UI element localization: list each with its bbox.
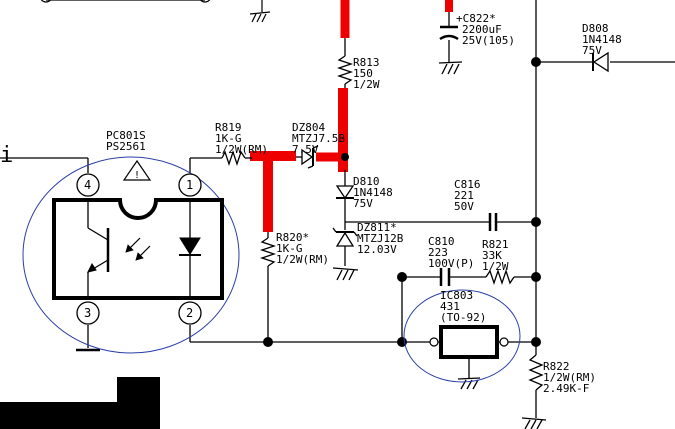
ic803-ref-label: IC803 <box>440 289 473 302</box>
r813-resistor-symbol <box>336 55 354 85</box>
c816-ref-label: C816 <box>454 178 481 191</box>
ic803-body <box>428 325 510 359</box>
r822-rating-label: 1/2W(RM) <box>543 371 596 384</box>
d810-diode-symbol <box>335 185 355 200</box>
d808-part-label: 1N4148 <box>582 33 622 46</box>
r822-value-label: 2.49K-F <box>543 382 589 395</box>
ic803-part-label: 431 <box>440 300 460 313</box>
d808-voltage-label: 75V <box>582 44 602 57</box>
pc801-pin-4-label: 4 <box>84 178 91 192</box>
c816-capacitor-symbol <box>488 213 498 231</box>
pc801-warning-triangle-icon <box>122 159 152 181</box>
c822-ref-label: +C822* <box>456 12 496 25</box>
r813-value-label: 150 <box>353 67 373 80</box>
r821-resistor-symbol <box>485 268 515 286</box>
pc801-part-label: PS2561 <box>106 140 146 153</box>
r819-value-label: 1K-G <box>215 132 242 145</box>
ic803-package-label: (TO-92) <box>440 311 486 324</box>
c816-value-label: 221 <box>454 189 474 202</box>
r821-value-label: 33K <box>482 249 502 262</box>
r819-ref-label: R819 <box>215 121 242 134</box>
c822-value-label: 2200uF <box>462 23 502 36</box>
bottom-left-black-region <box>0 377 160 429</box>
pc801-pin-2-label: 2 <box>186 306 193 320</box>
c810-capacitor-symbol <box>439 268 451 286</box>
ic803-highlight-circle <box>403 289 521 383</box>
d810-ref-label: D810 <box>353 175 380 188</box>
r821-rating-label: 1/2W <box>482 260 509 273</box>
pc801-pin-1-label: 1 <box>186 178 193 192</box>
c822-rating-label: 25V(105) <box>462 34 515 47</box>
dz811-ref-label: DZ811* <box>357 221 397 234</box>
pc801-highlight-circle <box>22 156 240 354</box>
dz804-ref-label: DZ804 <box>292 121 325 134</box>
dz804-voltage-label: 7.5V <box>292 143 319 156</box>
c810-ref-label: C810 <box>428 235 455 248</box>
faint-background-text: i <box>0 143 13 168</box>
dz811-zener-symbol <box>332 227 358 247</box>
r819-resistor-symbol <box>221 149 246 167</box>
d808-ref-label: D808 <box>582 22 609 35</box>
pc801-warning-mark: ! <box>134 170 140 181</box>
r819-rating-label: 1/2W(RM) <box>215 143 268 156</box>
pc801-pin-circles <box>76 173 202 325</box>
junction-dots <box>263 57 541 347</box>
pc801-pin-3-label: 3 <box>84 306 91 320</box>
dz811-voltage-label: 12.03V <box>357 243 397 256</box>
dz811-part-label: MTZJ12B <box>357 232 404 245</box>
c816-rating-label: 50V <box>454 200 474 213</box>
r820-resistor-symbol <box>259 237 277 267</box>
r821-ref-label: R821 <box>482 238 509 251</box>
c822-capacitor-symbol <box>439 25 459 41</box>
c810-rating-label: 100V(P) <box>428 257 474 270</box>
top-ground-symbol <box>249 0 271 23</box>
r822-resistor-symbol <box>528 354 544 391</box>
dz804-zener-symbol <box>296 145 319 169</box>
r820-value-label: 1K-G <box>276 242 303 255</box>
r820-rating-label: 1/2W(RM) <box>276 253 329 266</box>
pc801-body <box>52 198 224 300</box>
dz804-part-label: MTZJ7.5B <box>292 132 345 145</box>
r813-rating-label: 1/2W <box>353 78 380 91</box>
r820-ref-label: R820* <box>276 231 309 244</box>
d810-voltage-label: 75V <box>353 197 373 210</box>
r813-ref-label: R813 <box>353 56 380 69</box>
d808-diode-symbol <box>592 51 609 73</box>
top-partial-circles <box>40 0 211 3</box>
pc801-ref-label: PC801S <box>106 129 146 142</box>
r822-ref-label: R822 <box>543 360 570 373</box>
d810-part-label: 1N4148 <box>353 186 393 199</box>
c810-value-label: 223 <box>428 246 448 259</box>
